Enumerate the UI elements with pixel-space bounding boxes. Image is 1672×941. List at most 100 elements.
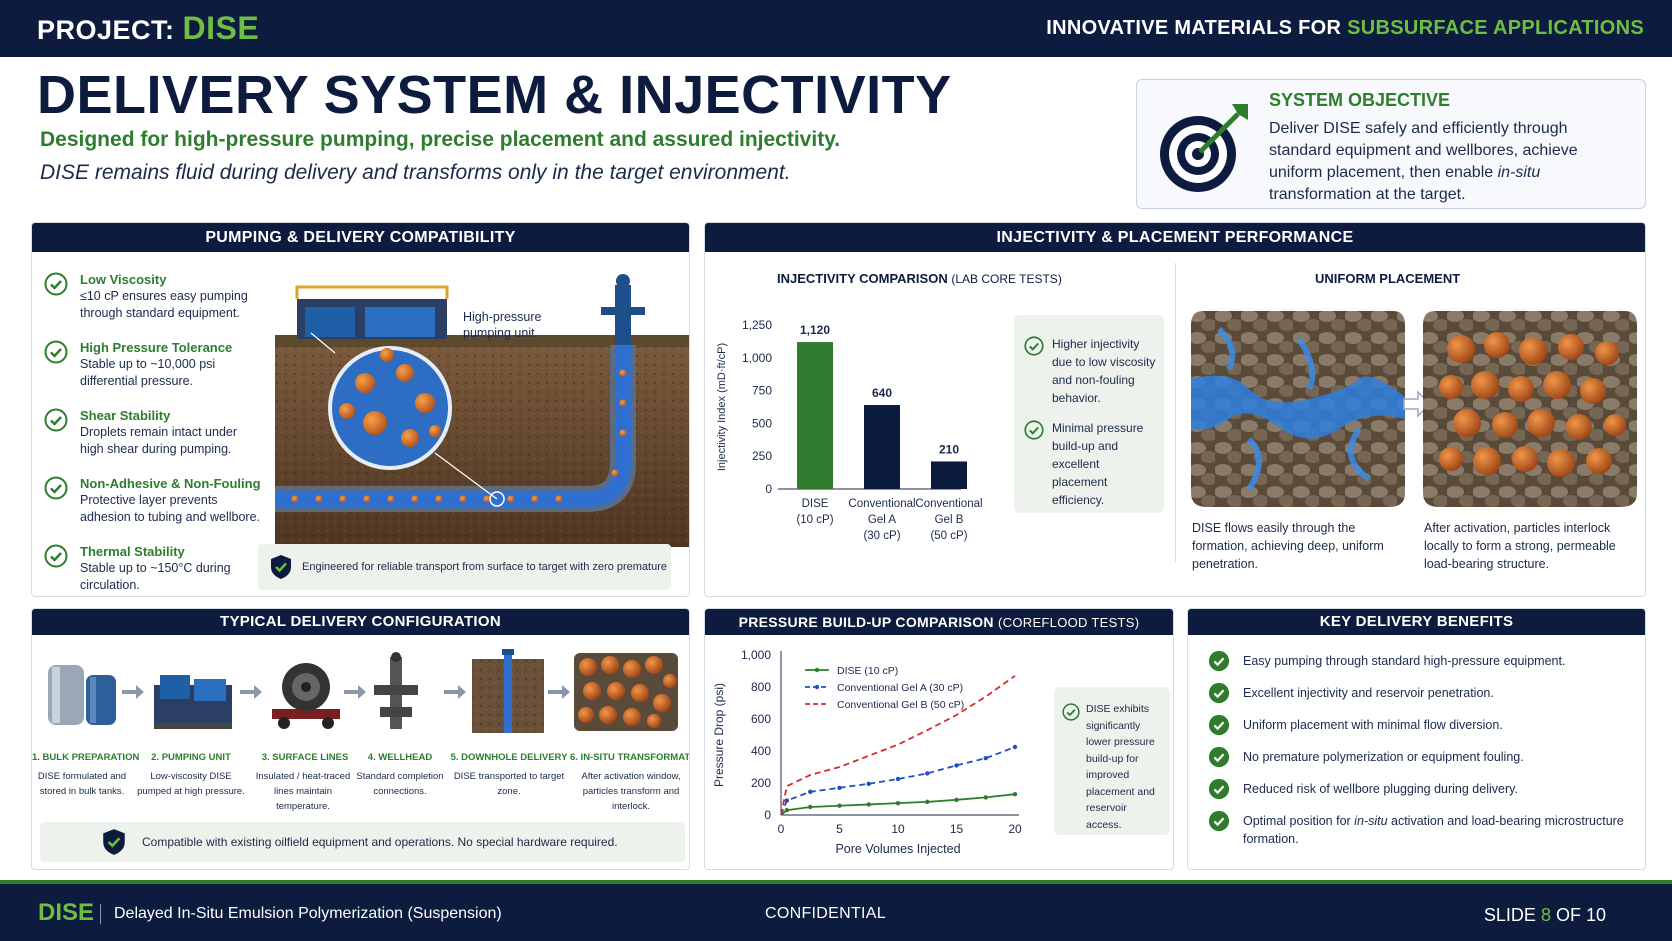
x-axis-label: Pore Volumes Injected bbox=[835, 842, 960, 856]
subtitle-secondary: DISE remains fluid during delivery and t… bbox=[40, 161, 791, 184]
subtitle-primary: Designed for high-pressure pumping, prec… bbox=[40, 128, 841, 151]
step-desc: After activation window, particles trans… bbox=[581, 771, 681, 812]
bar-value-label: 640 bbox=[872, 386, 892, 400]
legend-marker bbox=[814, 684, 820, 690]
shield-check-icon bbox=[103, 829, 125, 855]
pumping-panel-title: PUMPING & DELIVERY COMPATIBILITY bbox=[32, 223, 689, 252]
benefit-item: Optimal position for in-situ activation … bbox=[1208, 810, 1628, 848]
check-icon bbox=[44, 476, 68, 500]
legend-label: Conventional Gel A (30 cP) bbox=[837, 682, 963, 694]
pressure-callout: DISE exhibits significantly lower pressu… bbox=[1054, 687, 1170, 835]
data-point bbox=[866, 781, 871, 786]
check-icon bbox=[1062, 703, 1080, 721]
y-tick-label: 250 bbox=[752, 449, 772, 463]
project-name: DISE bbox=[182, 10, 260, 46]
arrow-right-icon bbox=[444, 685, 466, 699]
project-label: PROJECT: DISE bbox=[37, 10, 260, 46]
y-tick-label: 800 bbox=[751, 680, 771, 694]
y-tick-label: 200 bbox=[751, 776, 771, 790]
y-tick-label: 600 bbox=[751, 712, 771, 726]
wellhead-icon bbox=[374, 652, 418, 729]
y-tick-label: 1,000 bbox=[742, 351, 772, 365]
check-circle-icon bbox=[1208, 714, 1230, 736]
bar bbox=[864, 405, 900, 489]
data-point bbox=[895, 800, 901, 806]
feature-item: Non-Adhesive & Non-Fouling Protective la… bbox=[44, 475, 264, 526]
compatibility-note: Compatible with existing oilfield equipm… bbox=[40, 822, 685, 862]
bulk-tanks-icon bbox=[48, 665, 116, 725]
y-tick-label: 500 bbox=[752, 416, 772, 430]
data-point bbox=[837, 803, 842, 808]
step-label: 1. BULK PREPARATION bbox=[32, 752, 140, 763]
feature-item: Low Viscosity ≤10 cP ensures easy pumpin… bbox=[44, 271, 264, 322]
arrow-right-icon bbox=[344, 685, 366, 699]
pumping-unit-icon bbox=[154, 675, 232, 729]
data-point bbox=[784, 808, 790, 813]
feature-item: High Pressure Tolerance Stable up to ~10… bbox=[44, 339, 264, 390]
arrow-right-icon bbox=[240, 685, 262, 699]
data-point bbox=[837, 785, 842, 790]
injectivity-panel-title: INJECTIVITY & PLACEMENT PERFORMANCE bbox=[705, 223, 1645, 252]
svg-text:pumping unit: pumping unit bbox=[463, 326, 535, 340]
bar-value-label: 210 bbox=[939, 442, 959, 456]
data-point bbox=[983, 795, 988, 800]
step-label: 4. WELLHEAD bbox=[367, 752, 433, 763]
data-point bbox=[925, 799, 930, 805]
y-tick-label: 750 bbox=[752, 384, 772, 398]
footer-bar: DISE Delayed In-Situ Emulsion Polymeriza… bbox=[0, 880, 1672, 941]
tagline: INNOVATIVE MATERIALS FOR SUBSURFACE APPL… bbox=[1046, 17, 1644, 39]
injectivity-placement-panel: INJECTIVITY & PLACEMENT PERFORMANCE INJE… bbox=[704, 222, 1646, 597]
arrow-right-icon bbox=[548, 685, 570, 699]
x-tick-label: 15 bbox=[950, 822, 964, 836]
page-title: DELIVERY SYSTEM & INJECTIVITY bbox=[37, 65, 952, 125]
step-label: 6. IN-SITU TRANSFORMATION bbox=[570, 752, 690, 763]
uniform-placement-title: UNIFORM PLACEMENT bbox=[1315, 271, 1461, 286]
x-tick-label: 10 bbox=[891, 822, 905, 836]
benefit-item: Easy pumping through standard high-press… bbox=[1208, 650, 1628, 672]
bar bbox=[797, 342, 833, 489]
x-tick-label: 20 bbox=[1008, 822, 1022, 836]
data-point bbox=[1012, 744, 1018, 750]
footer-brand: DISE bbox=[38, 899, 95, 926]
y-axis-label: Pressure Drop (psi) bbox=[712, 683, 726, 787]
series-line bbox=[780, 746, 1016, 816]
data-point bbox=[784, 798, 790, 803]
benefit-item: Uniform placement with minimal flow dive… bbox=[1208, 714, 1628, 736]
y-axis-label: Injectivity Index (mD·ft/cP) bbox=[716, 343, 728, 471]
key-benefits-panel: KEY DELIVERY BENEFITS Easy pumping throu… bbox=[1187, 608, 1646, 870]
check-icon bbox=[44, 272, 68, 296]
benefits-panel-title: KEY DELIVERY BENEFITS bbox=[1188, 609, 1645, 635]
legend-label: Conventional Gel B (50 cP) bbox=[837, 699, 964, 711]
injectivity-callout: Higher injectivity due to low viscosity … bbox=[1014, 315, 1164, 513]
step-desc: DISE formulated and stored in bulk tanks… bbox=[37, 771, 127, 797]
data-point bbox=[808, 789, 813, 794]
y-tick-label: 0 bbox=[764, 808, 771, 822]
step-desc: Low-viscosity DISE pumped at high pressu… bbox=[137, 771, 245, 797]
step-label: 3. SURFACE LINES bbox=[261, 752, 349, 763]
system-objective-card: SYSTEM OBJECTIVE Deliver DISE safely and… bbox=[1136, 79, 1646, 209]
bar bbox=[931, 461, 967, 489]
benefit-item: No premature polymerization or equipment… bbox=[1208, 746, 1628, 768]
check-circle-icon bbox=[1208, 778, 1230, 800]
step-desc: Standard completion connections. bbox=[356, 771, 444, 797]
check-icon bbox=[44, 408, 68, 432]
divider bbox=[1175, 263, 1176, 563]
step-label: 2. PUMPING UNIT bbox=[151, 752, 231, 763]
transformation-icon bbox=[574, 653, 678, 731]
data-point bbox=[895, 776, 901, 782]
footer-description: Delayed In-Situ Emulsion Polymerization … bbox=[114, 905, 502, 922]
objective-title: SYSTEM OBJECTIVE bbox=[1269, 90, 1451, 110]
placement-caption-left: DISE flows easily through the formation,… bbox=[1192, 521, 1384, 571]
y-tick-label: 1,250 bbox=[742, 318, 772, 332]
legend-marker bbox=[814, 667, 820, 673]
objective-text: Deliver DISE safely and efficiently thro… bbox=[1269, 120, 1578, 203]
well-cross-section-illustration: High-pressure pumping unit bbox=[275, 274, 689, 547]
feature-item: Shear Stability Droplets remain intact u… bbox=[44, 407, 264, 458]
injectivity-chart-title: INJECTIVITY COMPARISON (LAB CORE TESTS) bbox=[777, 271, 1062, 286]
series-line bbox=[780, 675, 1016, 816]
data-point bbox=[866, 802, 871, 807]
step-desc: Insulated / heat-traced lines maintain t… bbox=[255, 771, 351, 812]
